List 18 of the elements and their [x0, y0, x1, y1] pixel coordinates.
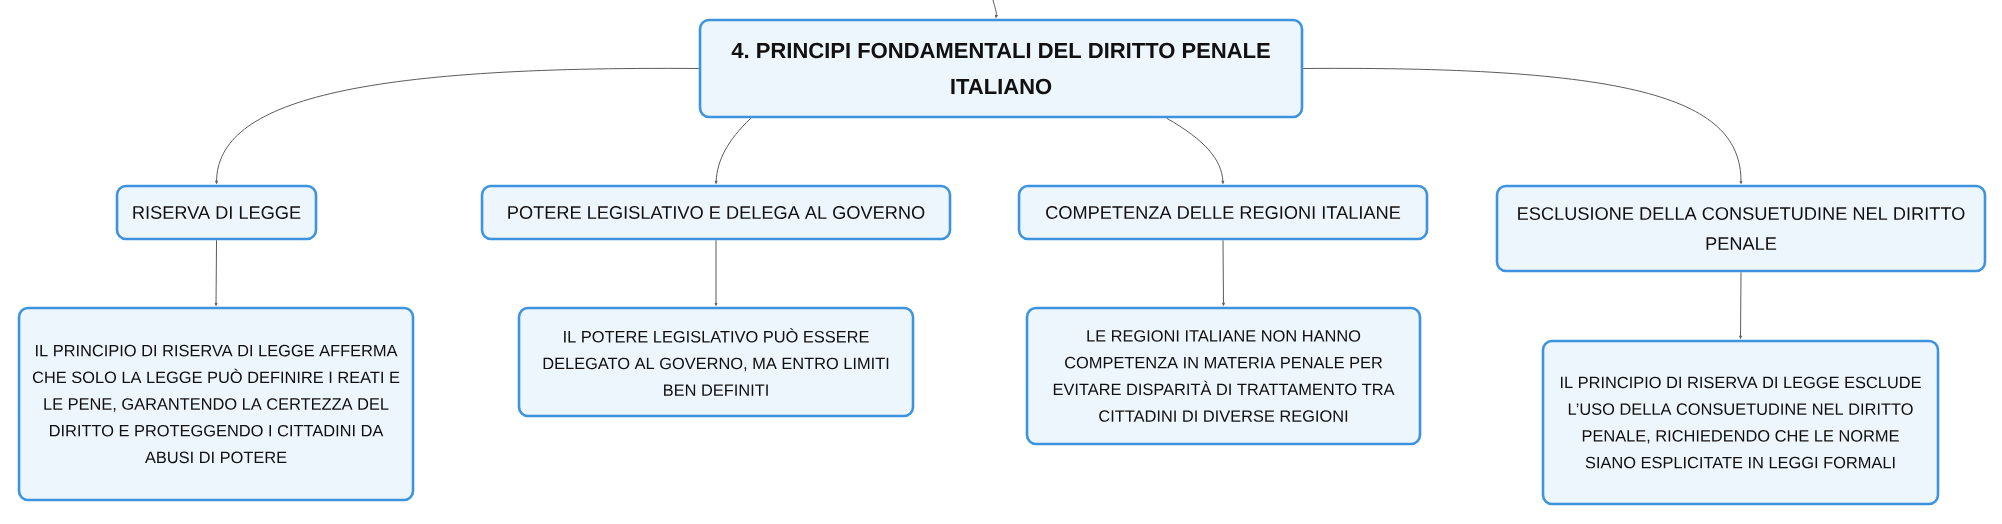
topic-box: POTERE LEGISLATIVO E DELEGA AL GOVERNO: [480, 184, 952, 241]
main-topic-box: 4. PRINCIPI FONDAMENTALI DEL DIRITTO PENALE ITALIANO: [698, 18, 1304, 119]
connector-arrow: [714, 239, 718, 306]
connector-arrow: [1222, 239, 1225, 306]
connector-arrow: [992, 0, 998, 18]
topic-box: COMPETENZA DELLE REGIONI ITALIANE: [1017, 184, 1429, 241]
connector-arrow: [1166, 117, 1225, 184]
topic-box: ESCLUSIONE DELLA CONSUETUDINE NEL DIRITTO PENALE: [1495, 184, 1987, 273]
description-box: LE REGIONI ITALIANE NON HANNO COMPETENZA IN MATERIA PENALE PER EVITARE DISPARITÀ DI TRATTAMENTO TRA CITTADINI DI DIVERSE REGIONI: [1025, 306, 1422, 446]
description-box: IL POTERE LEGISLATIVO PUÒ ESSERE DELEGATO AL GOVERNO, MA ENTRO LIMITI BEN DEFINITI: [517, 306, 915, 418]
connector-arrow: [214, 239, 218, 306]
connector-arrow: [1302, 68, 1743, 184]
topic-box: RISERVA DI LEGGE: [115, 184, 318, 241]
connector-arrow: [714, 117, 752, 184]
connector-arrow: [215, 68, 700, 184]
description-box: IL PRINCIPIO DI RISERVA DI LEGGE AFFERMA CHE SOLO LA LEGGE PUÒ DEFINIRE I REATI E LE PENE, GARANTENDO LA CERTEZZA DEL DIRITTO E PROTEGGENDO I CITTADINI DA ABUSI DI POTERE: [17, 306, 415, 502]
connector-arrow: [1739, 271, 1742, 339]
description-box: IL PRINCIPIO DI RISERVA DI LEGGE ESCLUDE L’USO DELLA CONSUETUDINE NEL DIRITTO PENALE, RICHIEDENDO CHE LE NORME SIANO ESPLICITATE IN LEGGI FORMALI: [1541, 339, 1940, 506]
